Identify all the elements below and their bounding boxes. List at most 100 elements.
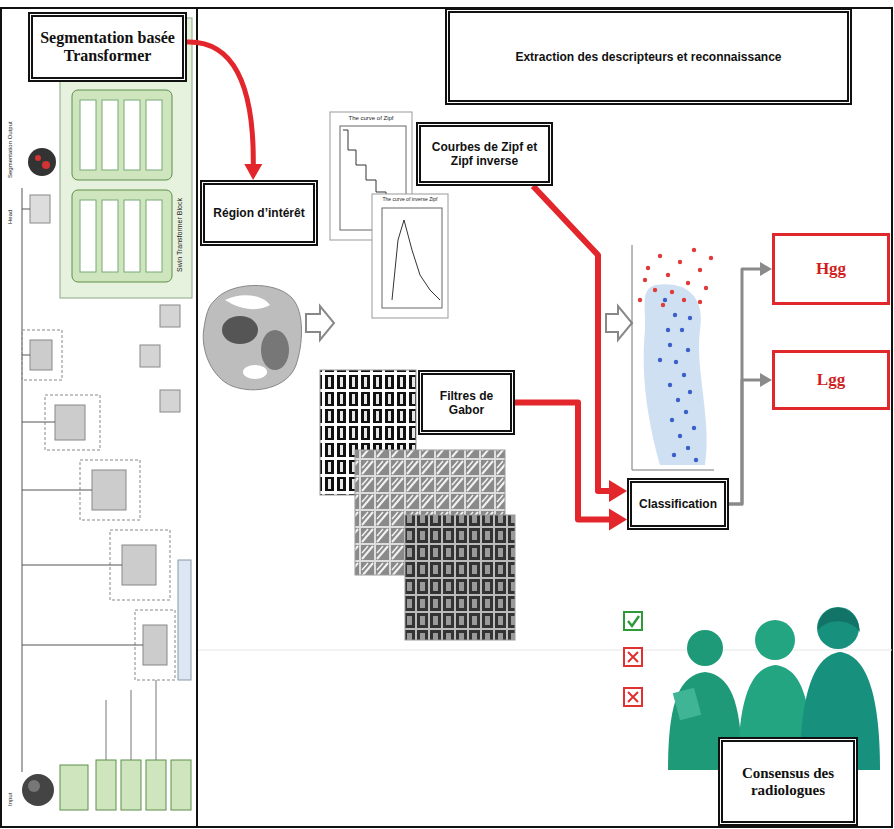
swin-unetr-architecture-part — [106, 700, 107, 760]
swin-unetr-architecture-part — [171, 760, 191, 810]
connector-arrow — [515, 403, 613, 520]
title-box: Segmentation basée Transformer — [28, 12, 187, 82]
scatter-plot-part — [658, 358, 662, 362]
swin-unetr-architecture-part — [102, 200, 118, 272]
scatter-plot-part — [680, 328, 684, 332]
node-text: Hgg — [816, 259, 846, 279]
swin-unetr-architecture-part — [146, 200, 162, 272]
swin-unetr-architecture-part — [178, 560, 191, 680]
node-text: Courbes de Zipf et Zipf inverse — [427, 140, 542, 168]
swin-unetr-architecture-part — [102, 100, 118, 170]
frame-part — [196, 8, 198, 828]
hollow-arrow-part — [306, 306, 334, 340]
swin-unetr-architecture-part — [121, 760, 141, 810]
class-box: Lgg — [772, 350, 890, 410]
small-label: The curve of inverse Zipf — [382, 197, 437, 202]
scatter-plot-part — [666, 328, 670, 332]
vote-icons-part — [624, 612, 642, 630]
zipf-plots-part — [372, 194, 448, 318]
scatter-plot-part — [692, 248, 696, 252]
vote-icons-part — [628, 692, 638, 702]
class-box: Hgg — [772, 233, 890, 305]
process-box: Région d’intérêt — [200, 180, 318, 246]
scatter-plot-part — [678, 434, 682, 438]
swin-unetr-architecture — [22, 18, 192, 810]
scatter-plot-part — [646, 266, 650, 270]
zipf-plots-part — [392, 220, 440, 300]
vote-icons — [624, 612, 642, 706]
small-label: Head — [7, 210, 13, 224]
gabor-filter-bank — [320, 370, 515, 640]
scatter-plot-part — [686, 348, 690, 352]
swin-unetr-architecture-part — [22, 490, 92, 491]
scatter-plot-part — [653, 288, 657, 292]
brain-roi — [203, 285, 301, 389]
swin-unetr-architecture-part — [131, 690, 132, 760]
scatter-plot-part — [668, 383, 672, 387]
zipf-plots-part — [382, 208, 442, 308]
connector-arrow — [729, 380, 762, 504]
node-text: Classification — [639, 497, 717, 511]
swin-unetr-architecture-part — [72, 90, 172, 180]
scatter-plot-part — [643, 278, 647, 282]
vote-icons-part — [624, 648, 642, 666]
scatter-plot-part — [638, 298, 642, 302]
scatter-plot-part — [678, 260, 682, 264]
gabor-filter-bank-part — [405, 515, 515, 640]
scatter-plot-part — [698, 300, 702, 304]
swin-unetr-architecture-part — [35, 155, 41, 161]
scatter-plot-part — [668, 343, 672, 347]
swin-unetr-architecture-part — [42, 161, 50, 169]
node-text: Région d’intérêt — [213, 206, 304, 220]
radiologists-silhouette-part — [755, 620, 795, 660]
swin-unetr-architecture-part — [140, 345, 160, 367]
arrow-head — [609, 509, 627, 531]
scatter-plot-part — [658, 254, 662, 258]
process-box: Courbes de Zipf et Zipf inverse — [416, 122, 553, 186]
radiologists-silhouette-part — [687, 630, 723, 666]
frame — [1, 8, 892, 828]
small-label: Segmentation Output — [7, 121, 13, 178]
process-box: Consensus des radiologues — [718, 737, 858, 826]
swin-unetr-architecture-part — [22, 209, 30, 210]
swin-unetr-architecture-part — [160, 305, 180, 327]
radiologists-silhouette-part — [673, 688, 701, 721]
scatter-plot-part — [670, 290, 674, 294]
scatter-plot-part — [632, 470, 714, 471]
swin-unetr-architecture-part — [22, 188, 23, 772]
frame-part — [1, 8, 892, 827]
scatter-plot-part — [674, 360, 678, 364]
scatter-plot-part — [670, 418, 674, 422]
radiologists-silhouette-part — [817, 607, 859, 649]
scatter-plot-part — [682, 298, 686, 302]
swin-unetr-architecture-part — [80, 100, 96, 170]
brain-roi-part — [261, 330, 289, 370]
vote-icons-part — [624, 688, 642, 706]
brain-roi-part — [203, 285, 301, 389]
arrow-head — [760, 262, 772, 276]
scatter-plot-part — [688, 390, 692, 394]
small-label: Swin Transformer Block — [176, 198, 183, 272]
process-box: Classification — [627, 478, 729, 530]
swin-unetr-architecture-part — [30, 195, 50, 223]
swin-unetr-architecture-part — [72, 190, 172, 282]
scatter-plot — [632, 245, 714, 470]
small-label: The curve of Zipf — [348, 115, 393, 121]
scatter-plot-part — [666, 273, 670, 277]
hollow-arrow-part — [606, 306, 632, 340]
swin-unetr-architecture-part — [160, 390, 180, 412]
scatter-plot-part — [672, 453, 676, 457]
node-text: Consensus des radiologues — [729, 765, 847, 799]
swin-unetr-architecture-part — [22, 565, 122, 566]
arrow-head — [760, 373, 772, 387]
scatter-plot-part — [638, 248, 713, 307]
scatter-plot-part — [644, 284, 707, 465]
swin-unetr-architecture-part — [22, 422, 55, 423]
swin-unetr-architecture-part — [80, 200, 96, 272]
swin-unetr-architecture-part — [146, 100, 162, 170]
scatter-plot-part — [661, 303, 665, 307]
swin-unetr-architecture-part — [146, 760, 166, 810]
swin-unetr-architecture-part — [22, 355, 30, 356]
